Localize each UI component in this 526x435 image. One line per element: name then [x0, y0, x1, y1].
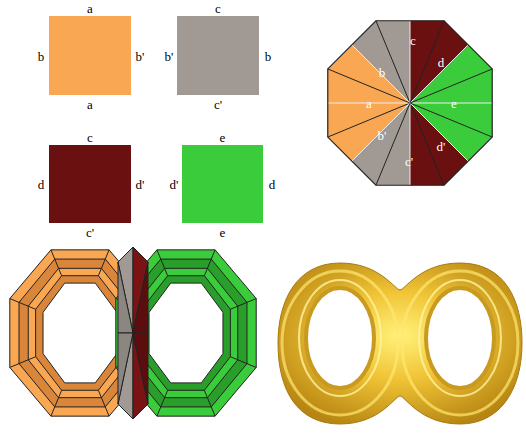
mesh-face: [118, 333, 133, 419]
edge-label: d': [437, 140, 446, 153]
mesh-face: [133, 333, 148, 419]
edge-label: e: [451, 97, 457, 110]
edge-label: a: [87, 98, 93, 111]
octagon-outline: [328, 21, 492, 185]
edge-label: a: [366, 97, 372, 110]
mesh-face: [133, 262, 148, 333]
octagon-polygon: [328, 21, 492, 185]
mesh-hole: [149, 283, 223, 383]
edge-label: d: [269, 178, 276, 191]
smooth-double-torus: [278, 263, 522, 424]
mesh-face: [118, 333, 133, 404]
edge-label: b: [379, 66, 386, 79]
mesh-face: [118, 247, 133, 333]
edge-label: c: [410, 34, 416, 47]
mesh-ring: [36, 276, 125, 391]
edge-label: c: [87, 131, 93, 144]
mesh-edge: [204, 250, 215, 276]
mesh-edge: [230, 299, 256, 310]
edge-square: ed'de: [182, 145, 263, 223]
mesh-ring: [142, 276, 231, 391]
mesh-edge: [10, 299, 36, 310]
mesh-edge: [98, 250, 109, 276]
edge-label: c: [215, 2, 221, 15]
mesh-ring: [134, 268, 237, 397]
spoke-line: [410, 103, 468, 161]
mesh-hole: [43, 283, 117, 383]
edge-label: e: [220, 131, 226, 144]
edge-label: b': [136, 49, 145, 62]
edge-label: b': [165, 49, 174, 62]
edge-square: abb'a: [49, 16, 131, 95]
spoke-line: [352, 103, 410, 161]
edge-label: c': [86, 226, 94, 239]
edge-label: a: [87, 2, 93, 15]
mesh-edge: [157, 390, 168, 416]
spoke-line: [410, 103, 411, 185]
mesh-face: [133, 247, 148, 333]
mesh-double-torus: [10, 247, 256, 419]
mesh-edge: [51, 250, 62, 276]
edge-square: cb'bc': [177, 16, 259, 95]
edge-label: d: [438, 56, 445, 69]
mesh-face: [133, 333, 148, 404]
mesh-edge: [51, 390, 62, 416]
edge-label: d': [170, 178, 179, 191]
edge-label: d': [136, 178, 145, 191]
edge-label: b: [265, 49, 272, 62]
mesh-face: [118, 262, 133, 333]
spoke-line: [376, 21, 410, 103]
edge-label: b': [378, 129, 387, 142]
mesh-edge: [98, 390, 109, 416]
edge-label: d: [38, 178, 45, 191]
edge-label: e: [220, 226, 226, 239]
mesh-edge: [230, 357, 256, 368]
octagon-sector: [410, 45, 492, 161]
mesh-edge: [204, 390, 215, 416]
spoke-line: [410, 45, 468, 103]
edge-label: c': [214, 98, 222, 111]
edge-label: b: [38, 49, 45, 62]
edge-square: cdd'c': [49, 145, 131, 223]
spoke-line: [352, 45, 410, 103]
mesh-edge: [157, 250, 168, 276]
mesh-edge: [10, 357, 36, 368]
edge-label: c': [405, 155, 413, 168]
